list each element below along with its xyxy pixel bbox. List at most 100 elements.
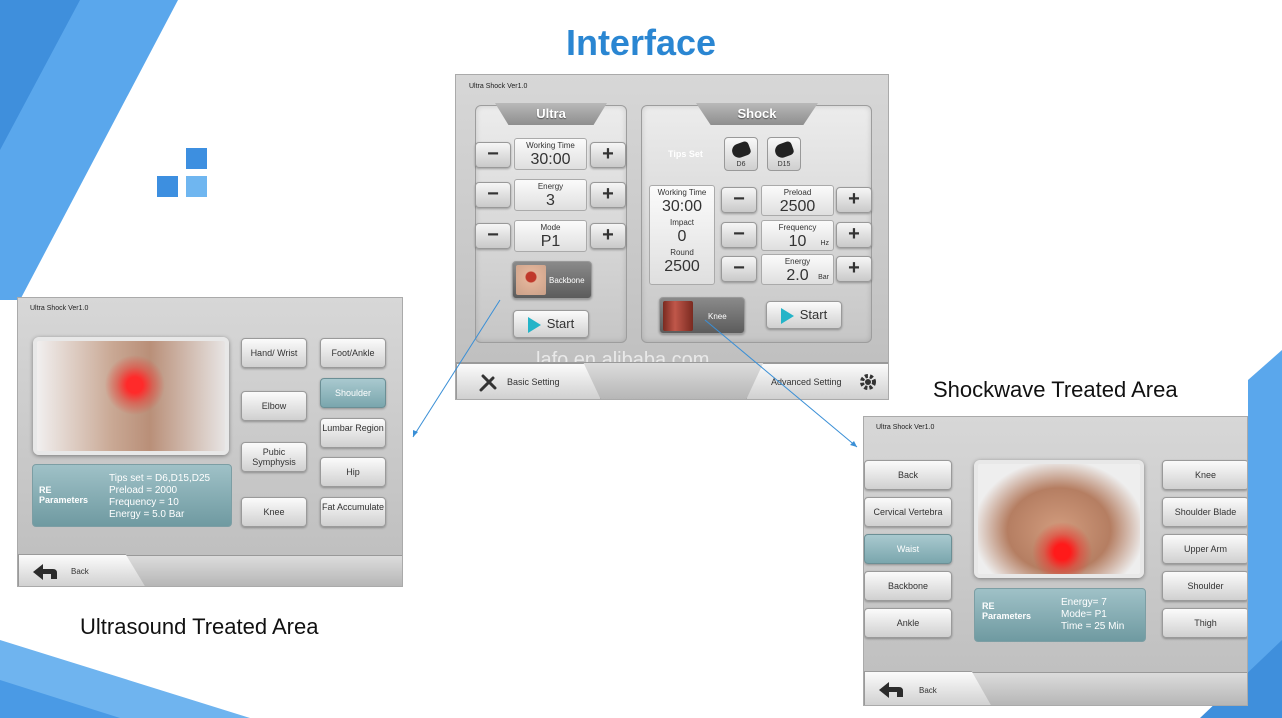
shockwave-re-parameters: RE Parameters Energy= 7 Mode= P1 Time = …	[974, 588, 1146, 642]
shock-start-label: Start	[799, 307, 828, 322]
tip-d6-button[interactable]: D6	[724, 137, 758, 171]
area-shoulder-blade-button[interactable]: Shoulder Blade	[1162, 497, 1247, 527]
shoulder-photo	[33, 337, 229, 455]
info-line: Energy= 7	[1061, 597, 1107, 608]
back-button[interactable]: Back	[864, 671, 992, 705]
area-hand-wrist-button[interactable]: Hand/ Wrist	[241, 338, 307, 368]
ultra-start-label: Start	[546, 316, 575, 331]
ultra-mode-label: Mode	[540, 223, 561, 232]
frequency-minus-button[interactable]: −	[721, 222, 757, 248]
shock-energy-plus-button[interactable]: +	[836, 256, 872, 282]
area-cervical-vertebra-button[interactable]: Cervical Vertebra	[864, 497, 952, 527]
area-lumbar-region-button[interactable]: Lumbar Region	[320, 418, 386, 448]
area-hip-button[interactable]: Hip	[320, 457, 386, 487]
play-icon	[780, 307, 794, 324]
play-icon	[527, 316, 541, 333]
info-line: Frequency = 10	[109, 497, 179, 508]
area-thigh-button[interactable]: Thigh	[1162, 608, 1247, 638]
version-label: Ultra Shock Ver1.0	[876, 424, 935, 431]
tip-d6-label: D6	[736, 161, 746, 168]
shock-energy-value: 2.0	[786, 267, 809, 284]
back-label: Back	[919, 686, 937, 695]
shock-energy-minus-button[interactable]: −	[721, 256, 757, 282]
ultra-working-time-value: 30:00	[530, 151, 571, 168]
ultra-mode-plus-button[interactable]: +	[590, 223, 626, 249]
area-elbow-button[interactable]: Elbow	[241, 391, 307, 421]
back-button[interactable]: Back	[18, 554, 146, 586]
area-upper-arm-button[interactable]: Upper Arm	[1162, 534, 1247, 564]
shock-energy-unit: Bar	[818, 274, 829, 281]
logo-squares-icon	[157, 148, 209, 200]
ultra-energy-minus-button[interactable]: −	[475, 182, 511, 208]
advanced-setting-label: Advanced Setting	[771, 377, 842, 387]
back-arrow-icon	[879, 682, 903, 698]
basic-setting-label: Basic Setting	[507, 377, 560, 387]
shockwave-area-panel: Ultra Shock Ver1.0 Back Cervical Vertebr…	[863, 416, 1248, 706]
ultra-mode-minus-button[interactable]: −	[475, 223, 511, 249]
area-waist-button[interactable]: Waist	[864, 534, 952, 564]
area-backbone-button[interactable]: Backbone	[864, 571, 952, 601]
info-title: RE Parameters	[39, 485, 89, 505]
shock-frequency: Frequency 10 Hz	[761, 220, 834, 251]
area-shoulder-button[interactable]: Shoulder	[320, 378, 386, 408]
caption-ultrasound: Ultrasound Treated Area	[80, 614, 319, 639]
area-knee-button[interactable]: Knee	[1162, 460, 1247, 490]
tab-ultra[interactable]: Ultra	[495, 103, 607, 125]
area-shoulder-button[interactable]: Shoulder	[1162, 571, 1247, 601]
shock-area-knee-button[interactable]: Knee	[659, 297, 745, 334]
caption-shockwave: Shockwave Treated Area	[933, 377, 1178, 402]
ultra-working-time-label: Working Time	[526, 141, 575, 150]
info-line: Preload = 2000	[109, 485, 178, 496]
tip-d15-button[interactable]: D15	[767, 137, 801, 171]
shock-preload-value: 2500	[779, 198, 816, 215]
info-lines: Tips set = D6,D15,D25 Preload = 2000 Fre…	[109, 473, 210, 521]
shock-frequency-unit: Hz	[820, 240, 829, 247]
slide-title: Interface	[565, 22, 717, 63]
advanced-setting-button[interactable]: Advanced Setting	[746, 363, 888, 399]
ultra-time-minus-button[interactable]: −	[475, 142, 511, 168]
area-back-button[interactable]: Back	[864, 460, 952, 490]
shock-stats-box: Working Time 30:00 Impact 0 Round 2500	[649, 185, 715, 285]
shock-energy-label: Energy	[784, 257, 811, 266]
ultra-area-label: Backbone	[549, 276, 585, 285]
info-lines: Energy= 7 Mode= P1 Time = 25 Min	[1061, 597, 1124, 633]
shock-preload-label: Preload	[783, 188, 812, 197]
shock-frequency-label: Frequency	[778, 223, 817, 232]
ultra-time-plus-button[interactable]: +	[590, 142, 626, 168]
info-line: Tips set = D6,D15,D25	[109, 473, 211, 484]
gear-icon	[860, 374, 876, 390]
preload-plus-button[interactable]: +	[836, 187, 872, 213]
area-fat-accumulate-button[interactable]: Fat Accumulate	[320, 497, 386, 527]
shock-frequency-value: 10	[788, 233, 807, 250]
tip-d15-label: D15	[777, 161, 791, 168]
area-pubic-symphysis-button[interactable]: Pubic Symphysis	[241, 442, 307, 472]
ultra-energy-value: 3	[546, 192, 555, 209]
ultra-area-backbone-button[interactable]: Backbone	[512, 261, 592, 299]
info-line: Time = 25 Min	[1061, 621, 1125, 632]
info-title: RE Parameters	[982, 601, 1032, 621]
ultra-mode: Mode P1	[514, 220, 587, 252]
back-label: Back	[71, 567, 89, 576]
shock-start-button[interactable]: Start	[766, 301, 842, 329]
preload-minus-button[interactable]: −	[721, 187, 757, 213]
area-foot-ankle-button[interactable]: Foot/Ankle	[320, 338, 386, 368]
ultrasound-area-panel: Ultra Shock Ver1.0 RE Parameters Tips se…	[17, 297, 403, 587]
ultra-energy: Energy 3	[514, 179, 587, 211]
ultra-energy-plus-button[interactable]: +	[590, 182, 626, 208]
ultra-working-time: Working Time 30:00	[514, 138, 587, 170]
area-knee-button[interactable]: Knee	[241, 497, 307, 527]
shock-impact-label: Impact	[669, 218, 694, 227]
shock-area-label: Knee	[708, 312, 727, 321]
area-ankle-button[interactable]: Ankle	[864, 608, 952, 638]
tips-set-label: Tips Set	[668, 149, 703, 159]
lower-back-photo	[974, 460, 1144, 578]
tab-shock[interactable]: Shock	[696, 103, 818, 125]
info-line: Energy = 5.0 Bar	[109, 509, 185, 520]
frequency-plus-button[interactable]: +	[836, 222, 872, 248]
knee-thumbnail-icon	[663, 301, 693, 331]
back-arrow-icon	[33, 564, 57, 580]
shock-round-label: Round	[670, 248, 694, 257]
ultra-start-button[interactable]: Start	[513, 310, 589, 338]
wrench-screwdriver-icon	[479, 374, 497, 392]
